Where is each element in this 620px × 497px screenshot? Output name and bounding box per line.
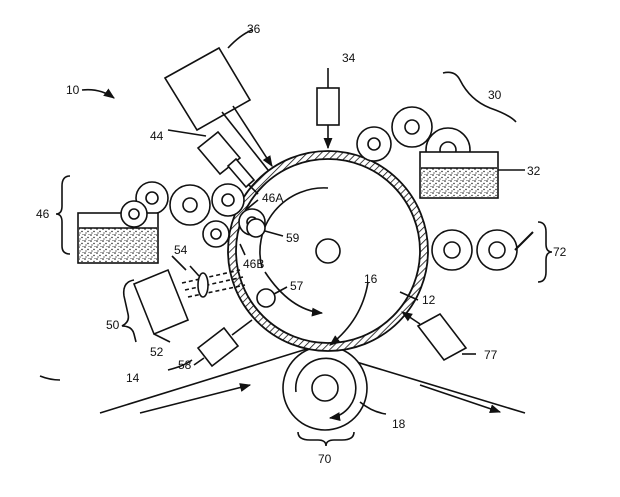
transfer-roller <box>282 345 368 431</box>
label-charger: 34 <box>342 51 356 65</box>
label-exposure-unit: 36 <box>247 22 261 36</box>
sensor-59 <box>246 218 284 238</box>
label-sensor-59: 59 <box>286 231 300 245</box>
label-media: 14 <box>126 371 140 385</box>
label-developer-unit-right: 30 <box>488 88 502 102</box>
sensor-57 <box>256 286 288 308</box>
label-developer-unit-left: 46 <box>36 207 50 221</box>
label-transfer-roller: 18 <box>392 417 406 431</box>
label-beam-54: 54 <box>174 243 188 257</box>
cleaning-unit <box>431 221 553 283</box>
label-toner-sump-right: 32 <box>527 164 541 178</box>
label-module-58: 58 <box>178 358 192 372</box>
label-system: 10 <box>66 83 80 97</box>
label-module-77: 77 <box>484 348 498 362</box>
label-roller-46a: 46A <box>262 191 283 205</box>
label-module-44: 44 <box>150 129 164 143</box>
label-photoreceptor: 12 <box>422 293 436 307</box>
bracket-70 <box>297 431 355 447</box>
charger <box>316 68 340 150</box>
module-44 <box>167 129 259 195</box>
label-module-50: 50 <box>106 318 120 332</box>
label-nip: 16 <box>364 272 378 286</box>
leaders <box>39 88 419 415</box>
module-50 <box>121 265 246 343</box>
module-58 <box>193 319 253 368</box>
label-cleaning-unit: 72 <box>553 245 567 259</box>
label-roller-46b: 46B <box>243 257 264 271</box>
photoreceptor-drum <box>227 150 429 352</box>
label-transfer-station: 70 <box>318 452 332 466</box>
developer-unit-left <box>55 175 266 264</box>
label-sensor-57: 57 <box>290 279 304 293</box>
developer-unit-right <box>356 71 525 199</box>
reference-labels: 10 12 14 16 18 30 32 34 36 44 46 46A 46B… <box>36 22 567 466</box>
label-module-52: 52 <box>150 345 164 359</box>
module-77 <box>401 311 476 362</box>
exposure-unit <box>163 29 273 171</box>
